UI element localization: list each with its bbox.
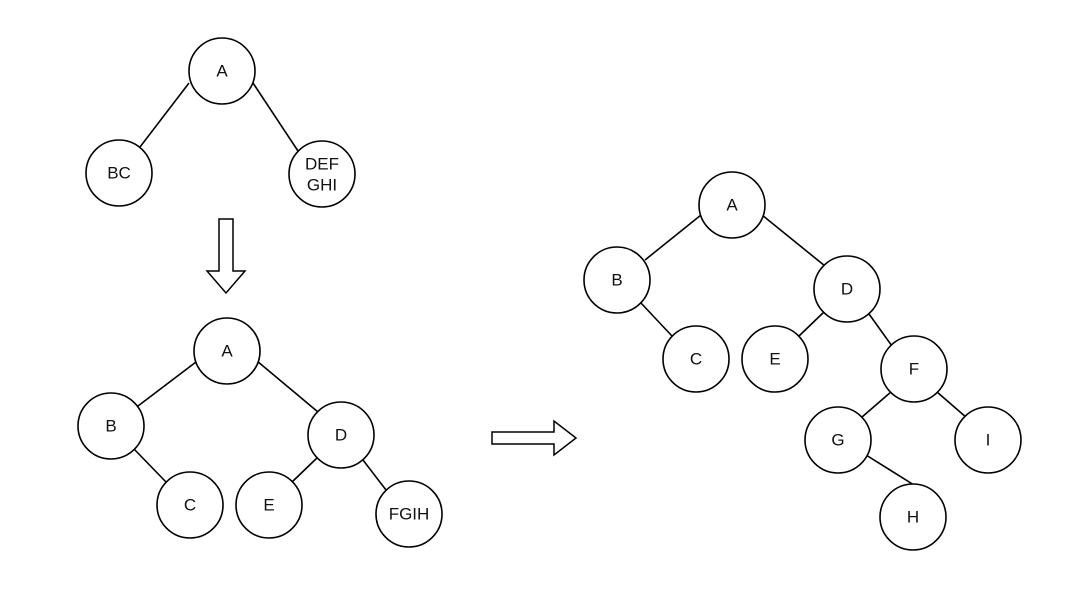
edge-f-g-final	[861, 391, 892, 418]
tree2-node-a: A	[193, 317, 261, 385]
edge-d-f-final	[868, 313, 893, 347]
tree3-node-d-label: D	[841, 280, 853, 299]
tree2-node-c: C	[156, 471, 224, 539]
tree1-node-a: A	[188, 37, 256, 105]
tree3-node-i: I	[954, 406, 1022, 474]
tree1-node-defghi-label-line1: DEF	[305, 155, 339, 174]
edge-a-b	[137, 361, 197, 407]
tree3-node-d: D	[813, 255, 881, 323]
edge-g-h-final	[865, 454, 915, 486]
tree1-node-a-label: A	[216, 62, 228, 81]
tree3-node-a-label: A	[726, 196, 738, 215]
tree3-node-f-label: F	[909, 360, 919, 379]
tree2-node-c-label: C	[184, 496, 196, 515]
tree3-node-g: G	[804, 406, 872, 474]
tree2-node-a-label: A	[221, 342, 233, 361]
tree3-node-h-label: H	[907, 508, 919, 527]
edge-d-e-final	[798, 310, 826, 337]
tree-2: A B C D E FGIH	[77, 317, 443, 548]
tree1-node-defghi: DEF GHI	[288, 140, 356, 208]
tree3-node-e: E	[741, 325, 809, 393]
tree3-node-e-label: E	[769, 350, 780, 369]
tree3-node-b-label: B	[611, 271, 622, 290]
tree3-node-b: B	[583, 246, 651, 314]
tree1-node-defghi-label-line2: GHI	[307, 176, 337, 195]
tree2-node-d: D	[307, 401, 375, 469]
tree3-node-g-label: G	[831, 431, 844, 450]
edge-a-d	[256, 360, 319, 413]
tree2-node-e: E	[235, 471, 303, 539]
tree3-node-c: C	[662, 325, 730, 393]
down-arrow-icon	[205, 218, 247, 295]
tree3-node-h: H	[879, 483, 947, 551]
edge-b-c-final	[639, 301, 673, 337]
tree3-node-f: F	[880, 335, 948, 403]
tree3-node-c-label: C	[690, 350, 702, 369]
tree2-node-e-label: E	[263, 496, 274, 515]
edge-a-bc	[139, 82, 190, 148]
tree1-node-bc: BC	[85, 139, 153, 207]
tree3-node-i-label: I	[986, 431, 991, 450]
tree2-node-b: B	[77, 392, 145, 460]
edge-a-b-final	[644, 214, 702, 261]
tree2-node-fgih-label: FGIH	[389, 505, 430, 524]
edge-a-d-final	[761, 214, 826, 267]
edge-d-fgih	[362, 459, 387, 491]
tree3-node-a: A	[698, 171, 766, 239]
edge-f-i-final	[936, 391, 968, 419]
tree-1: A BC DEF GHI	[85, 37, 356, 208]
tree-3: A B C D E F G I	[583, 171, 1022, 551]
edge-a-defghi	[252, 82, 299, 152]
edge-d-e	[291, 456, 319, 483]
tree2-node-b-label: B	[105, 417, 116, 436]
right-arrow-icon	[491, 419, 578, 457]
tree1-node-bc-label: BC	[107, 164, 131, 183]
tree2-node-fgih: FGIH	[375, 480, 443, 548]
tree2-node-d-label: D	[335, 426, 347, 445]
edge-b-c	[133, 448, 167, 483]
